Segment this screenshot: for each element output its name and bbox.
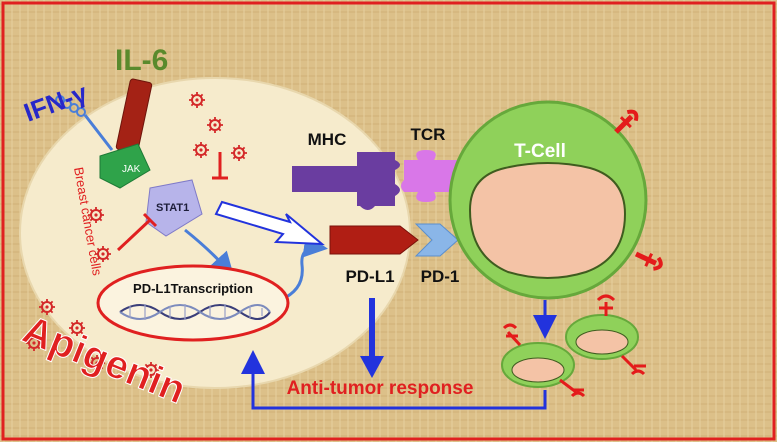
pdl1-to-antitumor-arrowhead (360, 356, 384, 378)
t-cell: T-Cell (448, 100, 648, 300)
mhc-label: MHC (308, 130, 347, 149)
pd1-protein: PD-1 (414, 223, 460, 286)
tcell-label: T-Cell (514, 141, 566, 162)
small-t-cell-2 (565, 294, 646, 376)
ifn-gamma-receptor (55, 95, 114, 151)
dna-helix-icon (119, 304, 271, 320)
feedback-loop-arrow (241, 350, 547, 410)
small-t-cell-1 (501, 323, 586, 398)
il6-label: IL-6 (115, 44, 168, 77)
pdl1-protein: PD-L1 (329, 225, 419, 286)
jak-label: JAK (122, 164, 141, 175)
antitumor-label: Anti-tumor response (287, 378, 474, 399)
jak-protein: JAK (99, 143, 151, 189)
tcr-label: TCR (411, 125, 446, 144)
mhc-protein: MHC (292, 130, 400, 210)
stat1-label: STAT1 (156, 202, 189, 214)
inhibition-stat1 (212, 152, 228, 180)
transcription-to-pdl1-arrow (279, 233, 328, 302)
transcription-label: PD-L1Transcription (133, 281, 253, 296)
inhibition-jak-stat (116, 212, 158, 252)
pd1-label: PD-1 (421, 267, 460, 286)
stat1-to-pdl1-hollow-arrow (214, 200, 325, 246)
transcription-oval (96, 264, 290, 342)
pdl1-label: PD-L1 (345, 267, 394, 286)
